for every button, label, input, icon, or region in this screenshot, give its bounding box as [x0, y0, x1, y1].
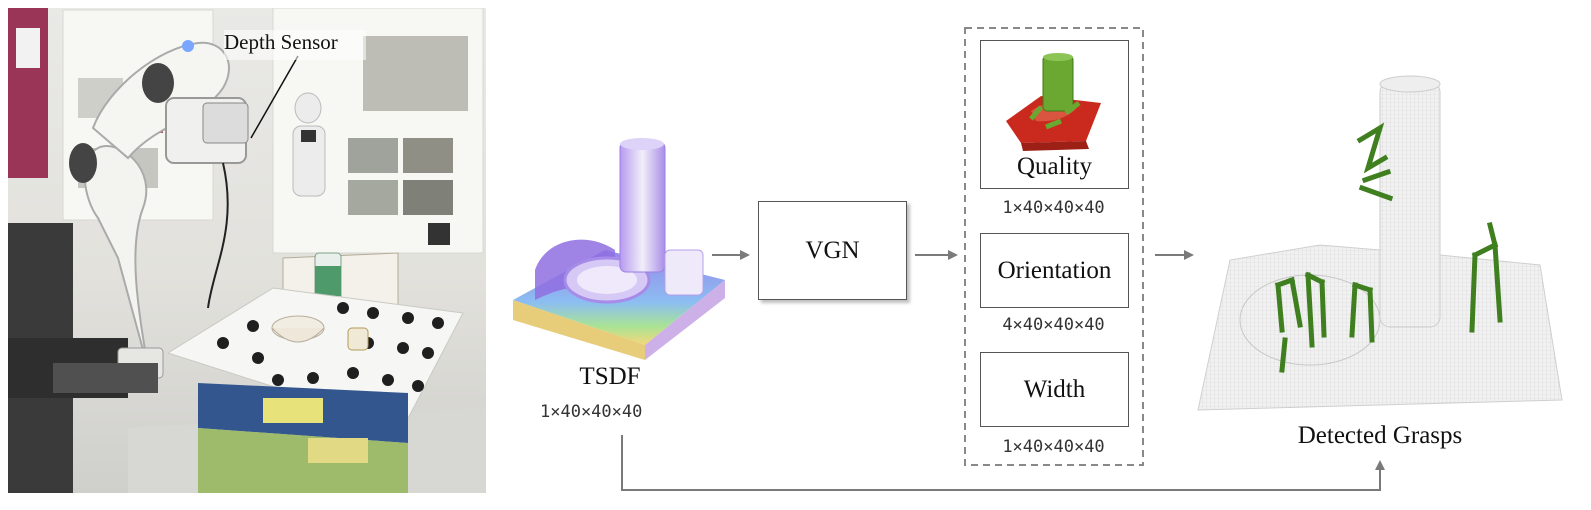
- width-output-box: Width: [980, 352, 1129, 427]
- robot-setup-photo: Depth Sensor: [8, 8, 486, 493]
- tsdf-volume-render: [505, 130, 730, 365]
- orientation-label: Orientation: [997, 256, 1112, 284]
- orientation-dimensions: 4×40×40×40: [1002, 315, 1105, 335]
- quality-volume-render: [1006, 53, 1101, 151]
- vgn-network-box: VGN: [758, 201, 907, 300]
- quality-label: Quality: [1017, 153, 1092, 180]
- arrow-skip-tsdf-to-grasps: [621, 435, 1385, 491]
- orientation-output-box: Orientation: [980, 233, 1129, 308]
- tsdf-label: TSDF: [579, 363, 641, 390]
- width-label: Width: [1023, 375, 1086, 403]
- width-dimensions: 1×40×40×40: [1002, 437, 1105, 457]
- quality-dimensions: 1×40×40×40: [1002, 198, 1105, 218]
- tsdf-dimensions: 1×40×40×40: [540, 402, 643, 422]
- quality-output-box: Quality: [980, 40, 1129, 189]
- vgn-label: VGN: [805, 236, 860, 264]
- detected-grasps-render: [1190, 70, 1575, 420]
- robot-scene-illustration: [8, 8, 486, 493]
- detected-grasps-label: Detected Grasps: [1297, 422, 1463, 449]
- depth-sensor-label: Depth Sensor: [224, 30, 338, 54]
- outputs-dashed-container: [964, 27, 1144, 466]
